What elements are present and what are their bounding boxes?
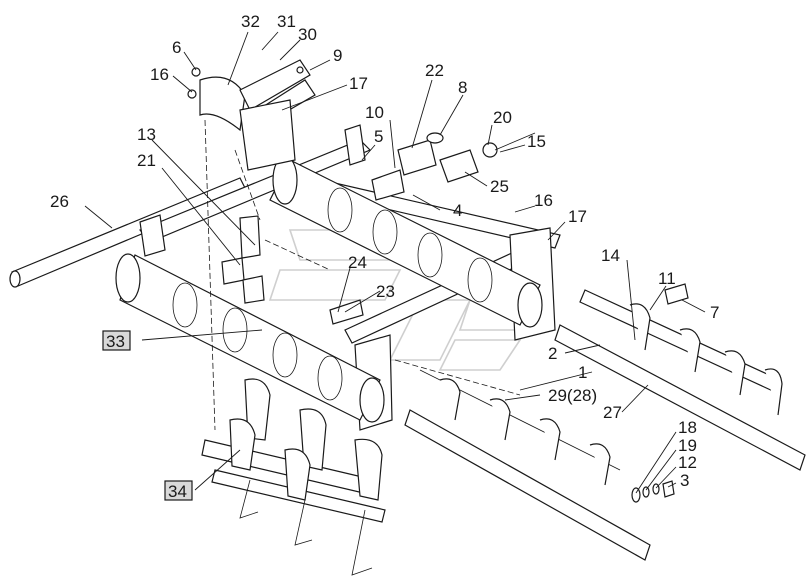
callout-17-lower: 17 [568, 207, 587, 226]
callout-9: 9 [333, 46, 342, 65]
callout-21: 21 [137, 151, 156, 170]
callout-25: 25 [490, 177, 509, 196]
callout-34: 34 [168, 482, 187, 501]
callout-7: 7 [710, 303, 719, 322]
roller-front [115, 253, 385, 423]
hardware-stack [631, 480, 675, 503]
callout-30: 30 [298, 25, 317, 44]
callout-6: 6 [172, 38, 181, 57]
roller-rear [269, 155, 543, 328]
callout-14: 14 [601, 246, 620, 265]
leader-lines [84, 31, 706, 494]
callout-16-lower: 16 [534, 191, 553, 210]
callout-27: 27 [603, 403, 622, 422]
callout-3: 3 [680, 471, 689, 490]
callout-26: 26 [50, 192, 69, 211]
leveling-board-27 [554, 283, 806, 471]
callout-24: 24 [348, 253, 367, 272]
callout-5: 5 [374, 127, 383, 146]
callout-33: 33 [106, 332, 125, 351]
callout-2: 2 [548, 344, 557, 363]
callout-10: 10 [365, 103, 384, 122]
assembly-lines [204, 119, 521, 431]
sector-plates [187, 59, 316, 171]
callout-29-28: 29(28) [548, 386, 597, 405]
callout-18: 18 [678, 418, 697, 437]
spring-assembly-lower [221, 215, 364, 325]
callout-11: 11 [658, 269, 676, 288]
callout-17-upper: 17 [349, 74, 368, 93]
spring-assembly-upper [371, 132, 536, 201]
callout-1: 1 [578, 363, 587, 382]
leveling-board-29 [404, 369, 651, 561]
callout-13: 13 [137, 125, 156, 144]
callout-34-box [164, 480, 193, 501]
callout-33-box [102, 330, 131, 351]
callout-20: 20 [493, 108, 512, 127]
callout-22: 22 [425, 61, 444, 80]
callout-8: 8 [458, 78, 467, 97]
tine-frame-34 [201, 378, 386, 576]
callout-15: 15 [527, 132, 546, 151]
callout-12: 12 [678, 453, 697, 472]
callout-16-upper: 16 [150, 65, 169, 84]
callout-32: 32 [241, 12, 260, 31]
callout-23: 23 [376, 282, 395, 301]
callout-4: 4 [453, 201, 462, 220]
callout-labels: 32 31 30 6 9 16 17 22 8 10 20 13 5 15 21… [50, 12, 719, 501]
callout-31: 31 [277, 12, 296, 31]
callout-19: 19 [678, 436, 697, 455]
